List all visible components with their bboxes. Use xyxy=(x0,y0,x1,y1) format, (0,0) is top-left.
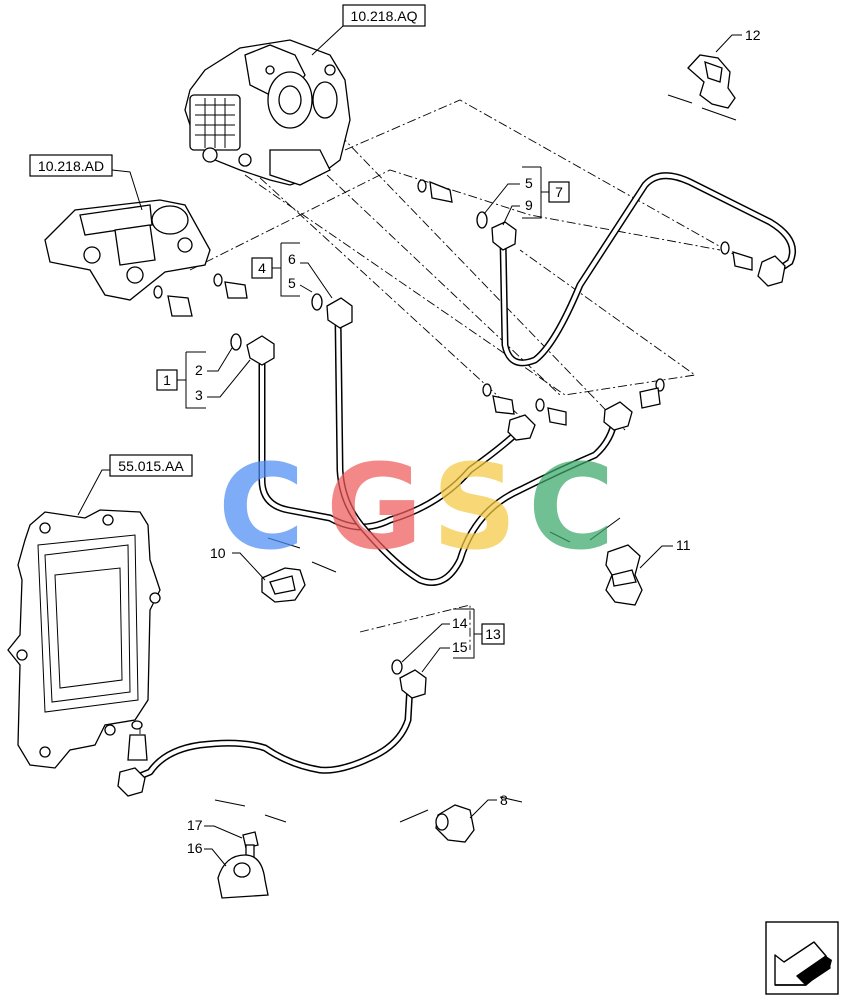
break-marks xyxy=(214,94,737,823)
callout-16[interactable]: 16 xyxy=(187,840,203,856)
assembly-centerlines xyxy=(139,99,736,745)
pipe-end-nuts xyxy=(117,211,786,797)
callout-8[interactable]: 8 xyxy=(500,792,508,808)
next-page-arrow-icon[interactable] xyxy=(765,921,839,995)
pump-outlet-fittings xyxy=(127,179,753,761)
callout-12[interactable]: 12 xyxy=(745,27,761,43)
callout-9[interactable]: 9 xyxy=(525,197,533,213)
high-pressure-pump xyxy=(184,39,351,186)
grommet-8 xyxy=(435,804,475,843)
callout-17[interactable]: 17 xyxy=(187,817,203,833)
clamp-10 xyxy=(261,567,306,603)
callout-13-label: 13 xyxy=(485,626,501,642)
callout-4[interactable]: 4 xyxy=(251,257,273,279)
ref-engine-control-unit-label: 55.015.AA xyxy=(118,458,184,474)
callouts: 1 2 3 4 6 5 7 5 9 8 10 11 xyxy=(156,27,761,867)
clamp-12 xyxy=(687,54,736,109)
callout-11[interactable]: 11 xyxy=(676,537,691,553)
watermark-letter-2: G xyxy=(326,438,423,576)
watermark-letter-1: C xyxy=(218,438,305,576)
bracket-16 xyxy=(217,854,269,899)
ref-high-pressure-pump-label: 10.218.AQ xyxy=(351,8,418,24)
callout-3[interactable]: 3 xyxy=(195,387,203,403)
engine-control-unit xyxy=(7,509,161,769)
callout-5-lower[interactable]: 5 xyxy=(525,175,533,191)
callout-4-label: 4 xyxy=(258,260,266,276)
callout-14[interactable]: 14 xyxy=(452,615,468,631)
fuel-filter-head xyxy=(44,199,211,301)
ref-engine-control-unit[interactable]: 55.015.AA xyxy=(109,454,193,477)
callout-5-upper[interactable]: 5 xyxy=(288,275,296,291)
callout-15[interactable]: 15 xyxy=(452,639,468,655)
callout-1-label: 1 xyxy=(163,372,171,388)
watermark-letter-4: C xyxy=(528,438,615,576)
clamp-11 xyxy=(605,544,643,606)
watermark-letter-3: S xyxy=(432,438,517,576)
injection-pipes xyxy=(131,172,796,782)
watermark: C G S C xyxy=(218,438,615,576)
callout-13[interactable]: 13 xyxy=(481,623,505,645)
ref-fuel-filter-head-label: 10.218.AD xyxy=(38,158,104,174)
callout-1[interactable]: 1 xyxy=(156,369,178,391)
callout-2[interactable]: 2 xyxy=(195,362,203,378)
bolt-17 xyxy=(242,831,259,861)
callout-7[interactable]: 7 xyxy=(548,181,570,203)
ref-high-pressure-pump[interactable]: 10.218.AQ xyxy=(342,4,426,27)
callout-10[interactable]: 10 xyxy=(210,545,226,561)
callout-6[interactable]: 6 xyxy=(288,251,296,267)
callout-7-label: 7 xyxy=(555,184,563,200)
ref-fuel-filter-head[interactable]: 10.218.AD xyxy=(29,154,113,177)
